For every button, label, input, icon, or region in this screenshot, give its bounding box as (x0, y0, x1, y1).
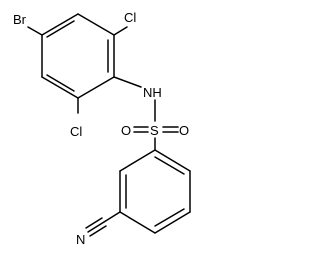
bond-c-cl-top (113, 26, 128, 36)
structure-canvas: Br Cl Cl NH S O O N (13, 10, 191, 247)
double-bond-inner (154, 208, 185, 227)
atom-label-cl-top: Cl (124, 10, 136, 25)
atom-label-o-right: O (179, 123, 189, 138)
upper-benzene-ring (41, 13, 115, 99)
lower-benzene-ring (119, 149, 191, 234)
bond (77, 76, 115, 99)
bond-c-n (113, 76, 142, 88)
molecule-structure: Br Cl Cl NH S O O N (13, 10, 191, 247)
bond-c-br (27, 26, 43, 36)
atom-label-s: S (150, 123, 159, 138)
bond (41, 13, 79, 36)
double-bond-inner (46, 74, 75, 92)
bond (77, 13, 115, 36)
bond (119, 211, 156, 234)
bond (154, 211, 191, 234)
atom-label-br: Br (13, 12, 27, 27)
double-bond-inner (154, 156, 185, 175)
bond (41, 76, 79, 99)
triple-bond-cn (85, 217, 103, 229)
atom-label-nh: NH (143, 85, 162, 100)
triple-bond-cn (89, 225, 107, 237)
bond (119, 149, 156, 172)
atom-label-cl-bottom: Cl (70, 124, 82, 139)
bond-c-cn (103, 211, 121, 223)
atom-label-o-left: O (121, 123, 131, 138)
atom-label-n-nitrile: N (76, 232, 85, 247)
double-bond-inner (46, 20, 75, 38)
bond (154, 149, 191, 172)
triple-bond-cn (87, 221, 105, 233)
